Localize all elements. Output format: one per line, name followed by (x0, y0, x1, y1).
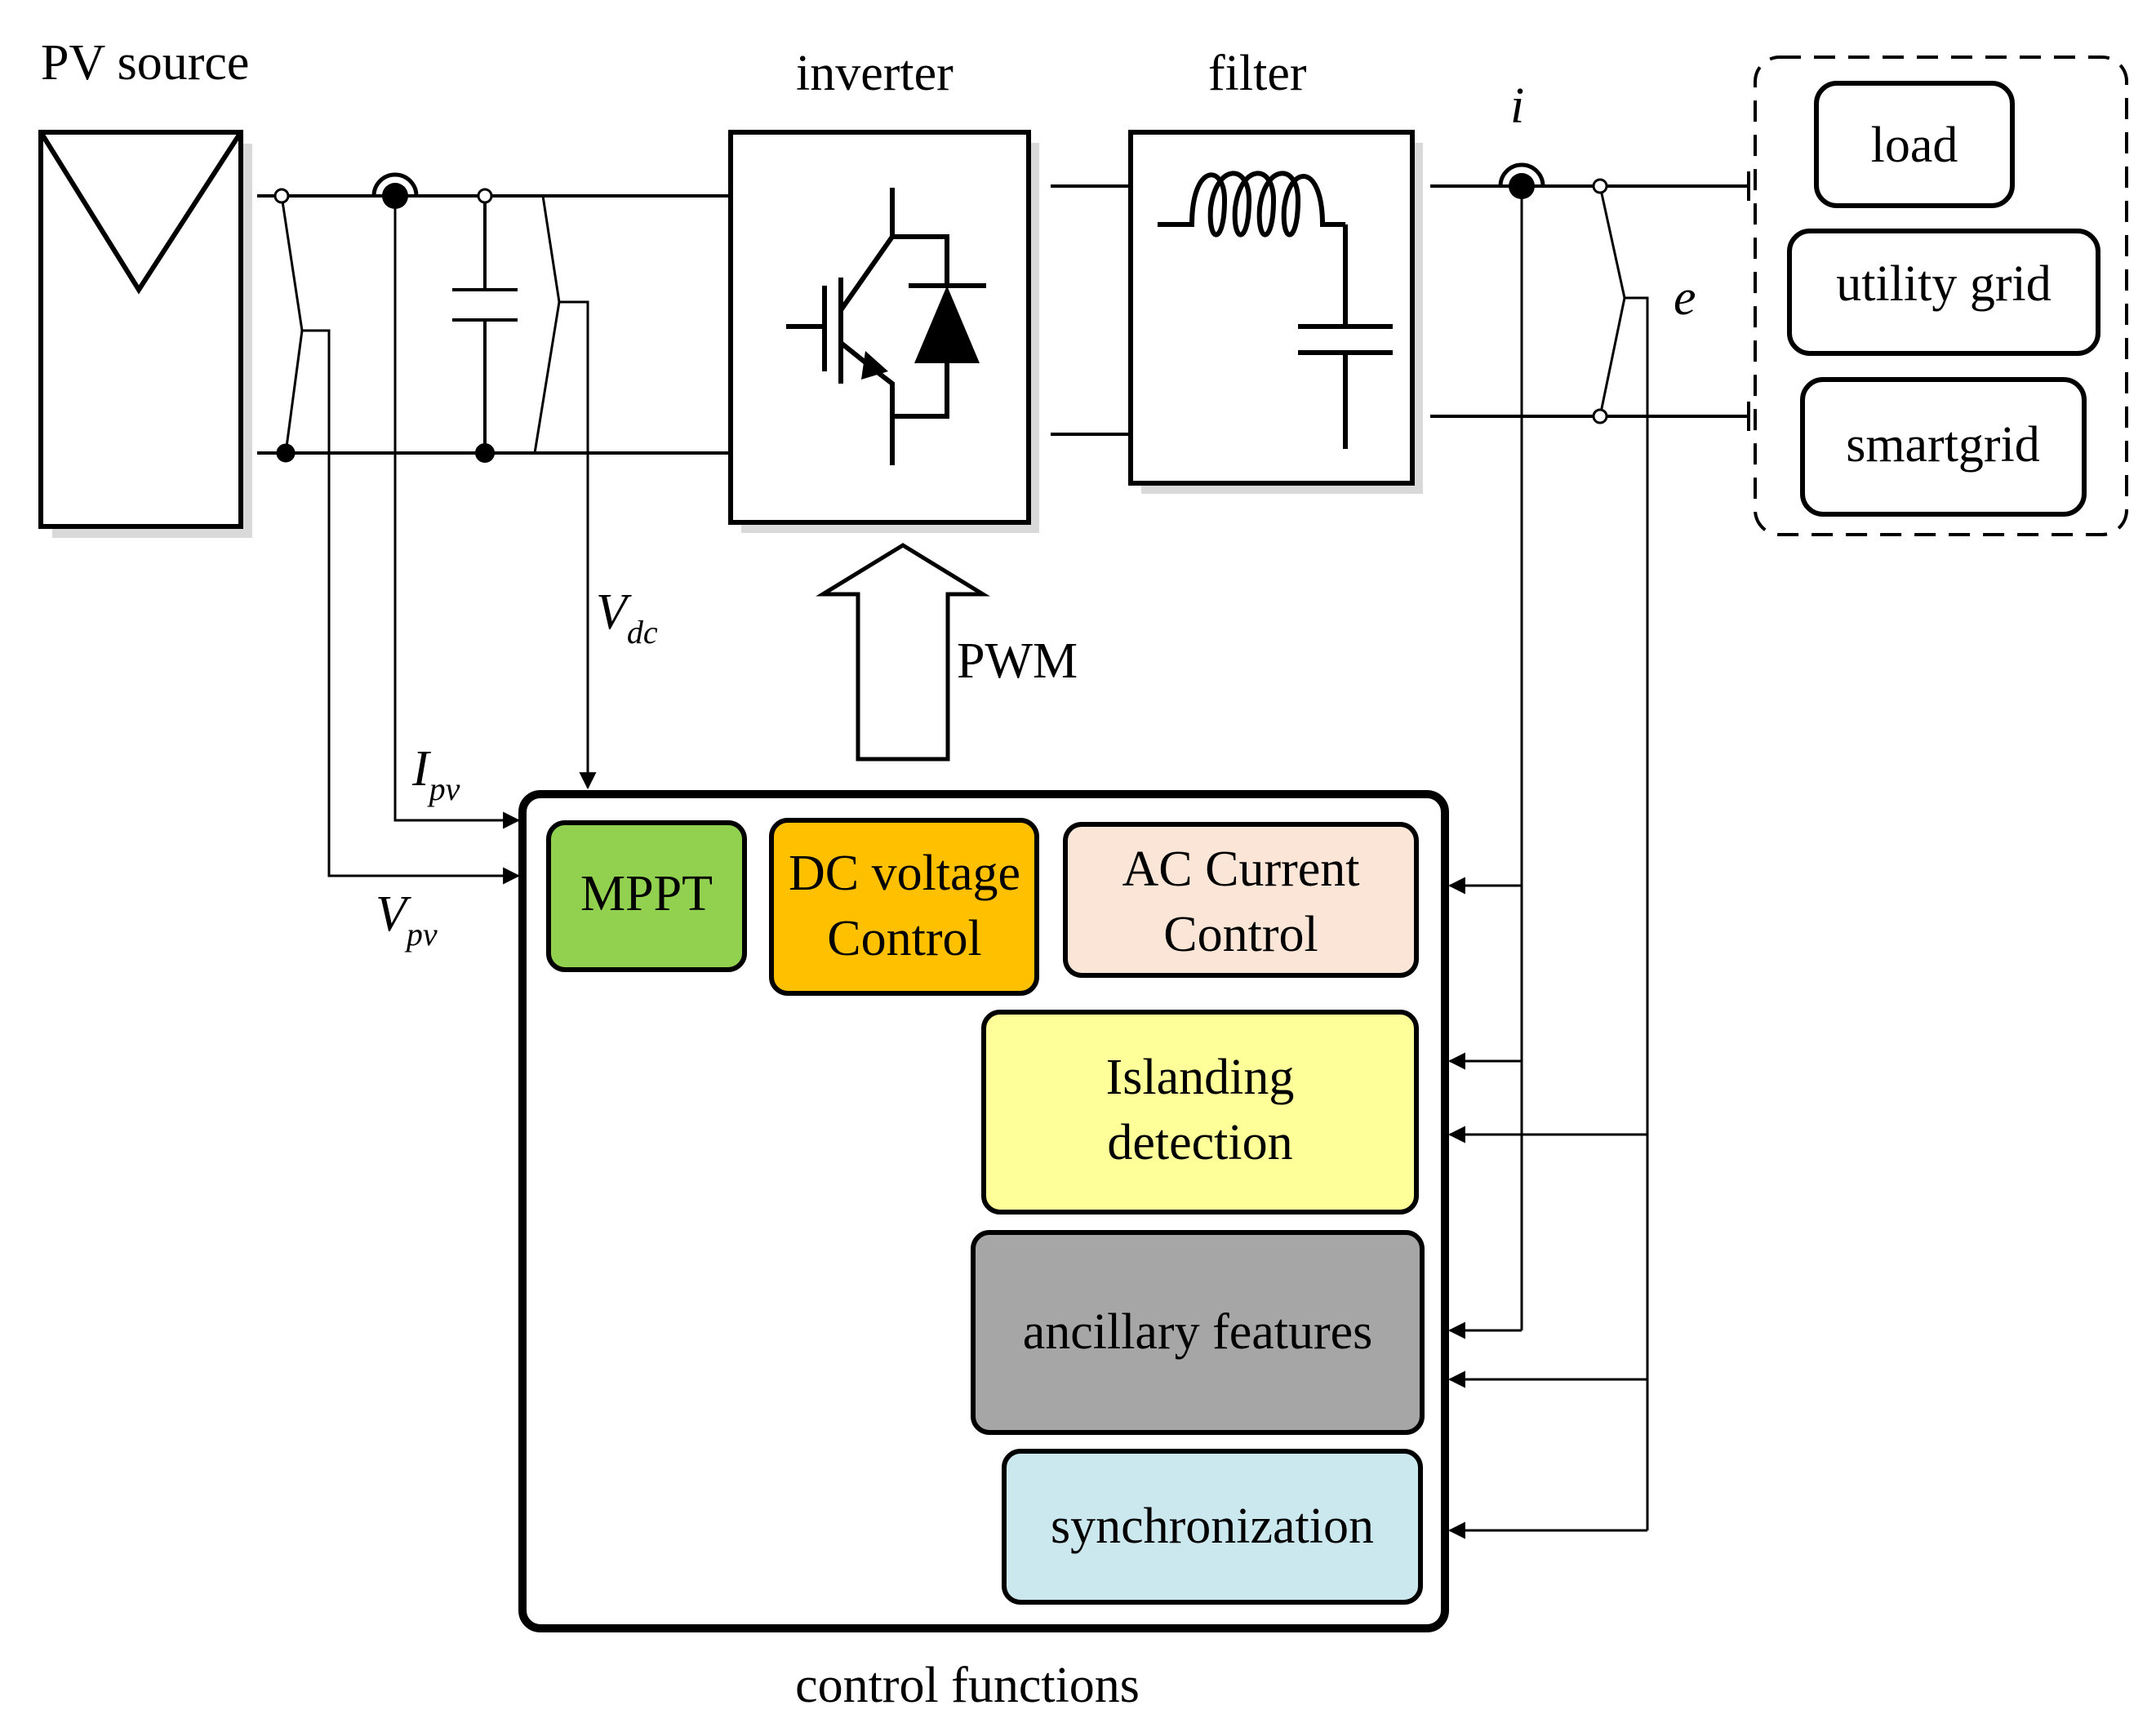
vdc-sensor (533, 195, 589, 767)
voltage-e-label: e (1674, 270, 1696, 326)
utility-grid-box: utility grid (1787, 229, 2100, 356)
ancillary-label: ancillary features (1023, 1304, 1373, 1360)
utility-grid-label: utility grid (1836, 256, 2052, 312)
igbt-diode-icon (786, 188, 986, 465)
dc-link-capacitor (452, 188, 518, 463)
load-box: load (1814, 81, 2015, 208)
mppt-label: MPPT (580, 866, 713, 922)
dc-voltage-control-block: DC voltage Control (769, 818, 1039, 996)
vdc-label: Vdc (596, 584, 658, 651)
inductor-icon (1158, 171, 1345, 238)
ac-current-sensor (1498, 162, 1545, 1330)
ac-current-line1: AC Current (1122, 842, 1359, 897)
current-i-label: i (1510, 78, 1524, 134)
load-label: load (1871, 118, 1958, 173)
inverter-block (728, 130, 1039, 533)
ipv-label: Ipv (411, 741, 460, 807)
feedback-arrows (1447, 877, 1478, 1539)
vpv-sensor (273, 188, 502, 877)
pwm-label: PWM (957, 633, 1078, 689)
feedback-wiring (1469, 884, 1647, 1532)
ipv-sensor (371, 172, 502, 822)
dc-voltage-line1: DC voltage (789, 846, 1020, 901)
diode-icon (914, 286, 980, 363)
islanding-line2: detection (1107, 1115, 1292, 1170)
control-functions-label: control functions (795, 1658, 1140, 1713)
emitter-arrow-icon (861, 351, 888, 380)
ac-voltage-sensor (1592, 178, 1649, 1530)
filter-capacitor-icon (1298, 224, 1393, 449)
filter-label: filter (1208, 46, 1307, 101)
ac-wiring (1430, 171, 1750, 431)
inverter-filter-wires (1051, 184, 1131, 436)
smartgrid-label: smartgrid (1846, 417, 2040, 473)
inverter-label: inverter (796, 46, 954, 101)
ac-current-line2: Control (1163, 907, 1318, 962)
pv-panel (38, 130, 252, 538)
islanding-line1: Islanding (1106, 1050, 1295, 1105)
synchronization-block: synchronization (1002, 1449, 1423, 1605)
ancillary-features-block: ancillary features (971, 1230, 1425, 1435)
islanding-detection-block: Islanding detection (981, 1010, 1419, 1215)
smartgrid-box: smartgrid (1800, 377, 2087, 517)
dc-voltage-line2: Control (827, 911, 981, 966)
filter-block (1128, 130, 1423, 494)
synchronization-label: synchronization (1051, 1499, 1374, 1554)
vpv-label: Vpv (376, 886, 438, 953)
mppt-block: MPPT (546, 820, 747, 972)
pwm-arrow (816, 543, 990, 762)
pv-source-label: PV source (41, 35, 249, 91)
ac-current-control-block: AC Current Control (1063, 822, 1419, 978)
